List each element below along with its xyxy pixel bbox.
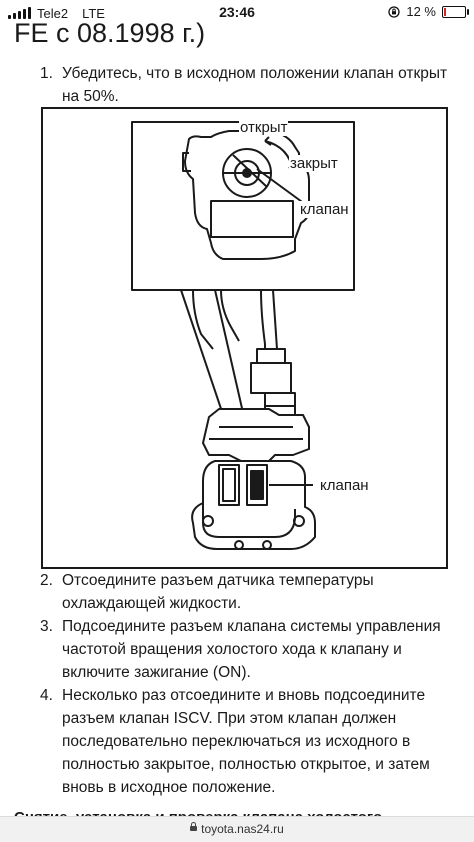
- step-text: Подсоедините разъем клапана системы упра…: [62, 618, 441, 681]
- label-closed: закрыт: [289, 155, 339, 172]
- step-number: 1.: [40, 65, 53, 82]
- url-display[interactable]: toyota.nas24.ru: [0, 822, 474, 836]
- clock: 23:46: [219, 4, 255, 20]
- step-number: 3.: [40, 618, 53, 635]
- status-left: Tele2 LTE: [8, 5, 105, 21]
- lock-icon: [190, 822, 198, 832]
- signal-icon: [8, 7, 31, 19]
- status-bar: Tele2 LTE 23:46 12 %: [0, 0, 474, 26]
- step-2: 2. Отсоедините разъем датчика температур…: [40, 569, 460, 615]
- valve-diagram: открыт закрыт клапан клапан: [41, 107, 448, 569]
- network-type: LTE: [82, 5, 105, 21]
- label-open: открыт: [239, 119, 289, 136]
- page-title: FE с 08.1998 г.): [14, 18, 206, 48]
- battery-icon: [442, 5, 469, 18]
- status-right: 12 %: [388, 4, 469, 19]
- battery-percent: 12 %: [406, 4, 436, 19]
- step-4: 4. Несколько раз отсоедините и вновь под…: [40, 684, 460, 799]
- step-number: 4.: [40, 687, 53, 704]
- step-number: 2.: [40, 572, 53, 589]
- browser-url-bar[interactable]: toyota.nas24.ru: [0, 816, 474, 842]
- valve-drawing: [131, 121, 355, 550]
- label-valve-top: клапан: [299, 201, 350, 218]
- step-3: 3. Подсоедините разъем клапана системы у…: [40, 615, 460, 684]
- rotation-lock-icon: [388, 5, 401, 18]
- carrier-name: Tele2: [37, 5, 69, 21]
- url-text: toyota.nas24.ru: [201, 822, 284, 836]
- label-valve-bottom: клапан: [319, 477, 370, 494]
- step-text: Отсоедините разъем датчика температуры о…: [62, 572, 374, 612]
- step-text: Несколько раз отсоедините и вновь подсое…: [62, 687, 430, 796]
- step-text: Убедитесь, что в исходном положении клап…: [62, 65, 448, 105]
- step-1: 1. Убедитесь, что в исходном положении к…: [40, 62, 460, 108]
